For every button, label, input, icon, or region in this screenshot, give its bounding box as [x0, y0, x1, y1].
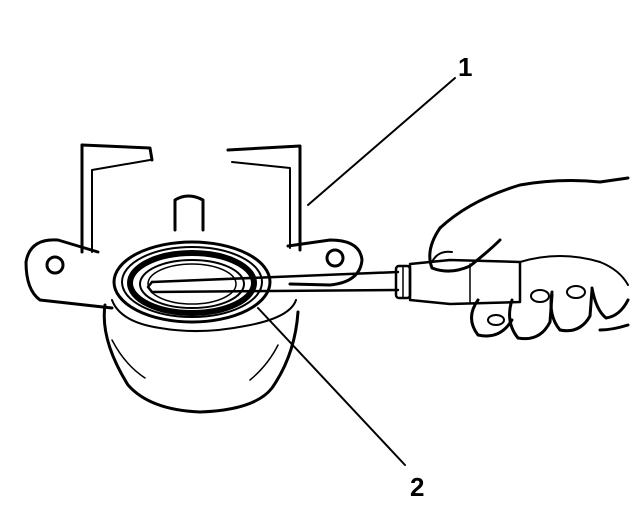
- hand-icon: [428, 176, 630, 341]
- piston-seal-icon: [112, 240, 272, 324]
- leader-line-2: [257, 307, 406, 466]
- callout-2: 2: [410, 472, 424, 502]
- caliper-housing-icon: [24, 143, 364, 414]
- leader-line-1: [307, 77, 456, 206]
- callout-1: 1: [458, 52, 472, 82]
- leader-lines: [257, 77, 456, 466]
- screwdriver-icon: [146, 258, 522, 306]
